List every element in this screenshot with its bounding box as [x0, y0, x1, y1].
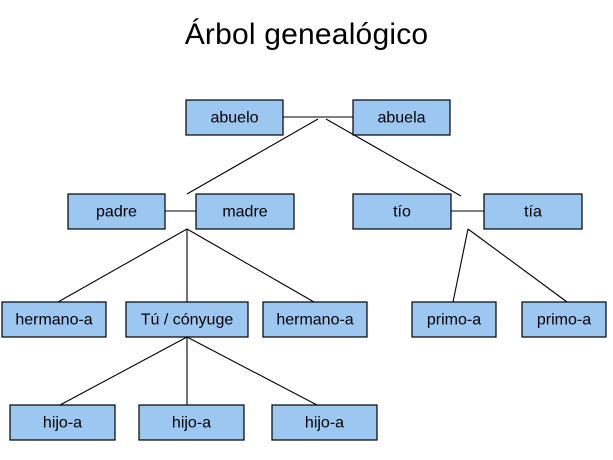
- node-label-madre: madre: [222, 204, 267, 221]
- tree-node-hijo2[interactable]: hijo-a: [138, 404, 245, 441]
- node-box-tia: [483, 193, 583, 230]
- node-box-primo1: [411, 301, 497, 338]
- node-box-madre: [195, 193, 295, 230]
- connector-madre-to-hermano2: [186, 228, 315, 303]
- connector-madre-to-hermano1: [57, 228, 188, 303]
- connector-abuelos-to-tios: [325, 118, 462, 197]
- node-label-primo1: primo-a: [427, 312, 481, 329]
- node-box-hermano2: [262, 301, 368, 338]
- node-box-tio: [352, 193, 452, 230]
- node-box-hermano1: [1, 301, 107, 338]
- node-label-abuela: abuela: [377, 110, 425, 127]
- connector-tios-to-primo2: [467, 228, 568, 303]
- connector-tu-to-hijo3: [186, 336, 318, 406]
- node-label-padre: padre: [96, 204, 137, 221]
- node-label-hijo2: hijo-a: [172, 415, 211, 432]
- node-label-tu: Tú / cónyuge: [141, 312, 234, 329]
- connector-tios-to-primo1: [452, 228, 469, 303]
- node-box-primo2: [521, 301, 607, 338]
- tree-node-abuela[interactable]: abuela: [352, 99, 451, 136]
- node-box-abuelo: [185, 99, 284, 136]
- tree-node-primo1[interactable]: primo-a: [411, 301, 497, 338]
- tree-node-tu[interactable]: Tú / cónyuge: [125, 301, 249, 338]
- node-label-primo2: primo-a: [537, 312, 591, 329]
- node-label-hermano2: hermano-a: [276, 312, 353, 329]
- connector-layer: [57, 116, 568, 406]
- tree-node-abuelo[interactable]: abuelo: [185, 99, 284, 136]
- page-title: Árbol genealógico: [184, 18, 429, 51]
- connector-abuelos-to-madre: [186, 118, 319, 195]
- connector-tu-to-hijo1: [59, 336, 188, 406]
- tree-node-hijo1[interactable]: hijo-a: [9, 404, 116, 441]
- node-label-hijo1: hijo-a: [43, 415, 82, 432]
- tree-node-hijo3[interactable]: hijo-a: [271, 404, 378, 441]
- node-label-hermano1: hermano-a: [15, 312, 92, 329]
- node-box-hijo2: [138, 404, 245, 441]
- tree-node-madre[interactable]: madre: [195, 193, 295, 230]
- node-box-hijo1: [9, 404, 116, 441]
- tree-node-tia[interactable]: tía: [483, 193, 583, 230]
- tree-node-padre[interactable]: padre: [67, 193, 166, 230]
- node-box-padre: [67, 193, 166, 230]
- tree-node-hermano1[interactable]: hermano-a: [1, 301, 107, 338]
- node-layer: abuelo abuela padre madre tío tía hermano-a Tú …: [1, 99, 607, 441]
- node-box-tu: [125, 301, 249, 338]
- node-label-tia: tía: [524, 204, 542, 221]
- node-label-tio: tío: [393, 204, 411, 221]
- node-box-hijo3: [271, 404, 378, 441]
- node-label-abuelo: abuelo: [210, 110, 258, 127]
- tree-node-tio[interactable]: tío: [352, 193, 452, 230]
- node-label-hijo3: hijo-a: [305, 415, 344, 432]
- tree-node-hermano2[interactable]: hermano-a: [262, 301, 368, 338]
- tree-node-primo2[interactable]: primo-a: [521, 301, 607, 338]
- node-box-abuela: [352, 99, 451, 136]
